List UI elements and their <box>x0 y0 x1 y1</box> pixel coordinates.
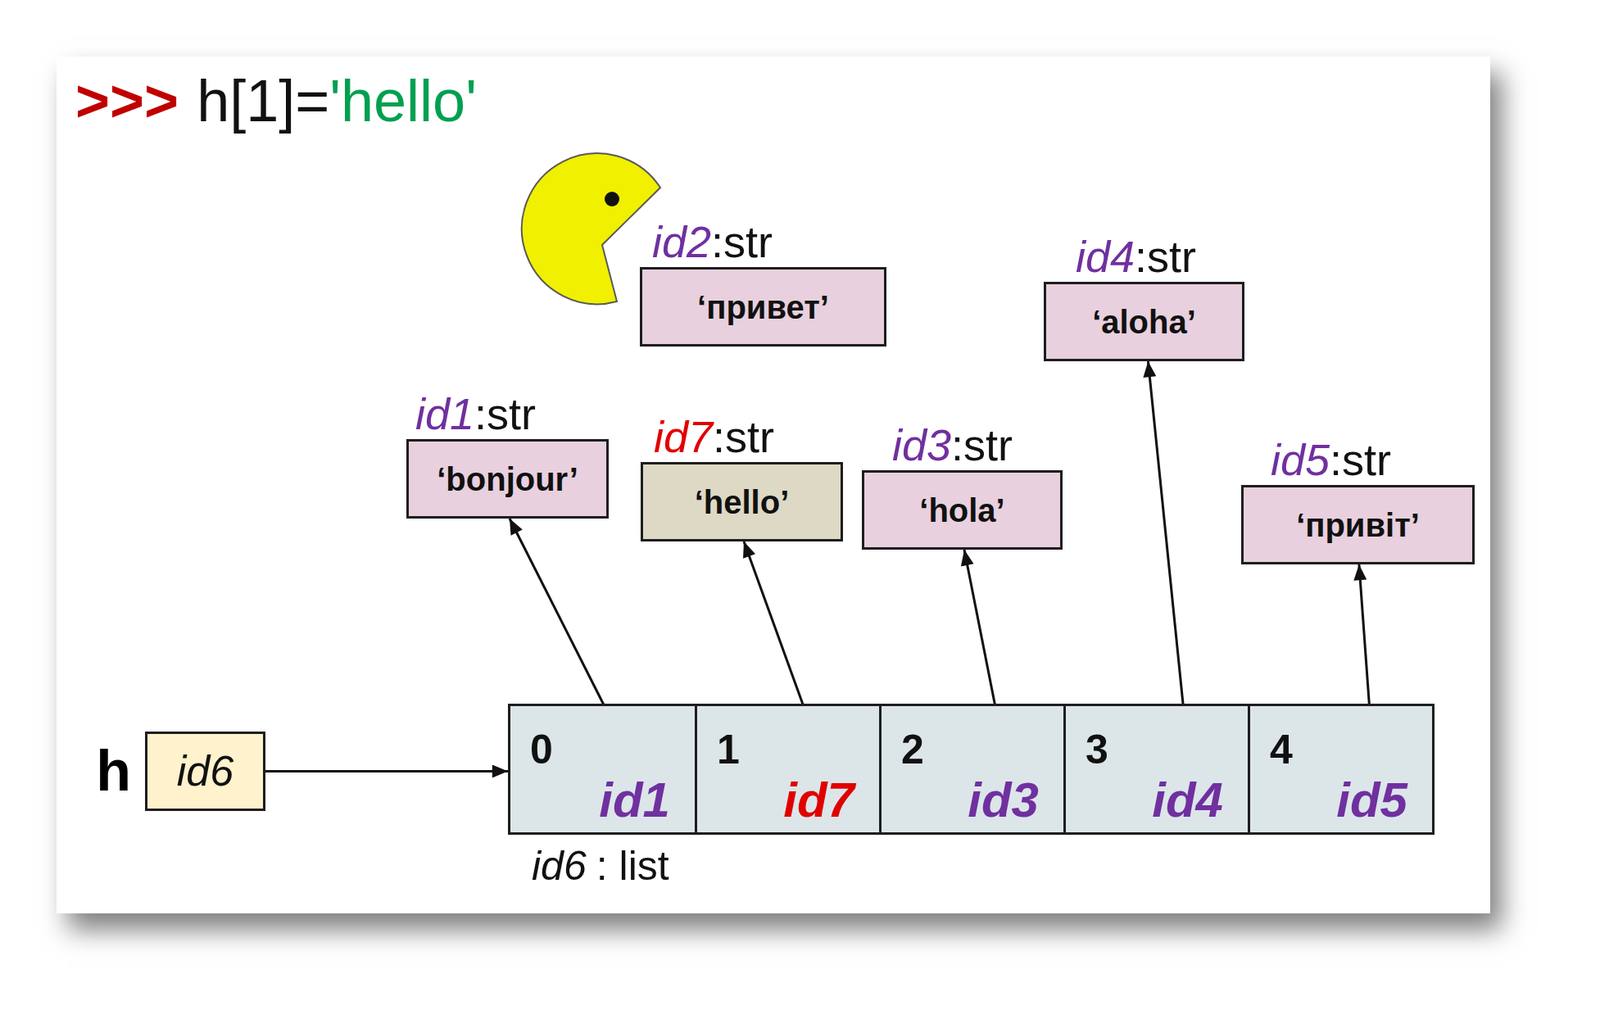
string-value: ‘привет’ <box>697 289 830 326</box>
list-cell: 4 id5 <box>1247 706 1433 833</box>
list-cell: 2 id3 <box>879 706 1064 833</box>
string-value: ‘привіт’ <box>1296 507 1420 544</box>
prompt-symbol: >>> <box>75 68 179 134</box>
list-object: id6: list0id11id72id33id44id5 <box>507 703 1435 835</box>
object-id: id2 <box>652 217 712 267</box>
type-name: :str <box>712 412 775 462</box>
reference-arrow <box>1147 361 1184 707</box>
object-id: id7 <box>653 412 713 462</box>
reference-arrow <box>265 770 508 773</box>
string-value: ‘hola’ <box>919 492 1005 529</box>
type-name: :str <box>951 421 1013 470</box>
string-literal: 'hello' <box>329 68 477 134</box>
object-header: id4:str <box>1075 232 1197 282</box>
reference-arrow <box>509 518 605 707</box>
list-cell: 0 id1 <box>510 706 695 833</box>
object-id: id3 <box>892 421 952 470</box>
string-object-box: id5:str‘привіт’ <box>1241 484 1475 565</box>
type-name: :str <box>1134 232 1197 282</box>
code-text: h[1]= <box>196 68 330 134</box>
object-header: id2:str <box>652 217 773 267</box>
object-id: id5 <box>1270 435 1330 485</box>
reference-id: id6 <box>176 747 234 795</box>
list-header: id6: list <box>531 843 670 889</box>
type-name: :str <box>474 389 536 439</box>
list-cell: 1 id7 <box>694 706 880 833</box>
string-object-box: id1:str‘bonjour’ <box>406 439 609 519</box>
object-header: id7:str <box>653 412 775 462</box>
index-number: 2 <box>901 729 925 771</box>
index-number: 3 <box>1085 729 1109 771</box>
index-number: 1 <box>716 729 740 771</box>
string-object-box: id7:str‘hello’ <box>640 462 844 542</box>
reference-id: id5 <box>1336 773 1408 828</box>
reference-id: id1 <box>598 773 671 828</box>
string-value: ‘hello’ <box>694 484 790 521</box>
reference-arrow <box>743 541 804 707</box>
object-id: id1 <box>415 389 475 439</box>
variable-box: hid6 <box>145 731 266 812</box>
variable-name: h <box>95 741 132 799</box>
prompt-line: >>> h[1]='hello' <box>75 68 477 134</box>
object-header: id5:str <box>1270 435 1392 485</box>
index-number: 4 <box>1269 729 1293 771</box>
reference-id: id3 <box>967 773 1039 828</box>
string-object-box: id4:str‘aloha’ <box>1043 281 1245 362</box>
index-number: 0 <box>530 729 553 771</box>
object-id: id6 <box>531 843 587 889</box>
reference-id: id7 <box>783 773 855 828</box>
type-name: :str <box>1329 435 1392 485</box>
type-name: :str <box>711 217 773 267</box>
string-object-box: id3:str‘hola’ <box>861 470 1063 550</box>
object-header: id3:str <box>892 421 1013 470</box>
string-value: ‘aloha’ <box>1092 303 1197 340</box>
reference-id: id4 <box>1151 773 1224 828</box>
string-object-box: id2:str‘привет’ <box>639 267 887 347</box>
pacman-eye <box>604 191 620 207</box>
object-id: id4 <box>1075 232 1135 282</box>
object-header: id1:str <box>415 389 536 439</box>
string-value: ‘bonjour’ <box>436 461 579 498</box>
list-cell: 3 id4 <box>1063 706 1248 833</box>
type-name: : list <box>596 843 670 889</box>
reference-arrow <box>964 549 996 707</box>
reference-arrow <box>1359 564 1370 707</box>
